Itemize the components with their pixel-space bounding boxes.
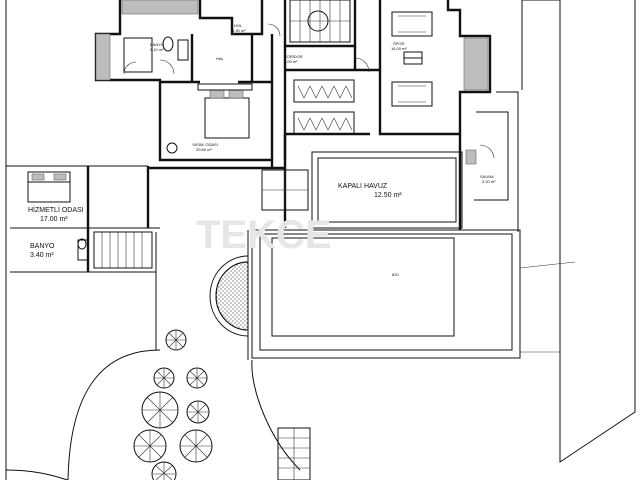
- left-stairs: [93, 231, 157, 300]
- bed-top: [121, 0, 199, 15]
- dimension-pool: 820: [392, 272, 399, 277]
- label-koridor: KORİDOR: [284, 54, 303, 59]
- label-hizmetli-odasi: HİZMETLİ ODASI: [28, 205, 84, 214]
- label-banyo-small-area: 5.10 m²: [150, 47, 164, 52]
- upper-stairs: [289, 0, 351, 43]
- label-hol: HOL: [234, 23, 243, 28]
- label-spor-area: 16.00 m²: [391, 46, 407, 51]
- garden-trees: [133, 329, 213, 480]
- label-kapali-havuz: KAPALI HAVUZ: [338, 183, 388, 190]
- bathroom-fixtures: [123, 36, 189, 154]
- wall-fill-right: [463, 37, 489, 91]
- label-sauna-area: 3.20 m²: [482, 179, 496, 184]
- left-guest-block: [6, 165, 160, 273]
- label-hizmetli-odasi-area: 17.00 m²: [40, 216, 68, 223]
- label-spor: SPOR: [393, 41, 404, 46]
- watermark: TEKCE: [196, 213, 332, 257]
- label-kapali-havuz-area: 12.50 m²: [374, 192, 402, 199]
- wardrobe-hangers: [293, 79, 355, 135]
- label-banyo-small: BANYO: [150, 42, 164, 47]
- upper-building-walls: [94, 0, 492, 168]
- label-hol-area: 5.30 m²: [232, 28, 246, 33]
- bedroom-bed: [197, 83, 253, 139]
- label-yatak-odasi-area: 20.60 m²: [196, 147, 212, 152]
- label-yatak-odasi: YATAK ODASI: [192, 142, 218, 147]
- gym-equipment: [391, 11, 433, 107]
- label-banyo: BANYO: [30, 243, 55, 250]
- site-boundary: [5, 0, 636, 480]
- label-banyo-area: 3.40 m²: [30, 252, 54, 259]
- garden-path: [5, 300, 301, 480]
- terrace: [209, 229, 521, 360]
- label-hal: HAL: [216, 56, 225, 61]
- garden-stairs: [277, 427, 311, 480]
- doors: [123, 23, 495, 159]
- pool-room: [148, 91, 519, 232]
- label-sauna: SAUNA: [480, 174, 494, 179]
- wall-fill: [95, 33, 111, 81]
- label-koridor-area: 4.00 m²: [284, 59, 298, 64]
